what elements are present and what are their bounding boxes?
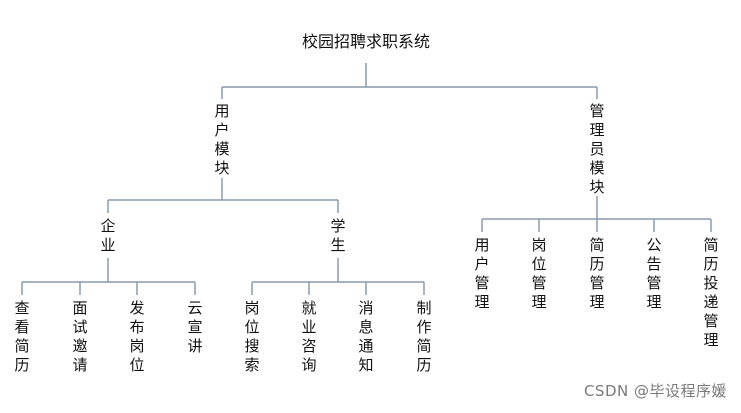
admin-leaf-resume-management: 简历管理: [589, 236, 605, 311]
enterprise-node-line-1: 企业: [100, 217, 116, 255]
user-module-node: 用户模块: [214, 102, 230, 177]
admin-leaf-resume-delivery-management: 简历投递管理: [703, 236, 719, 349]
root-node: 校园招聘求职系统: [301, 32, 431, 51]
student-node: 学生: [330, 217, 346, 255]
enterprise-node-text: 企业: [100, 217, 116, 254]
student-leaf-career-consult: 就业咨询: [301, 299, 317, 374]
enterprise-node: 企业: [100, 217, 116, 255]
enterprise-leaf-view-resume: 查看简历: [14, 299, 30, 374]
student-leaf-make-resume: 制作简历: [416, 299, 432, 374]
admin-leaf-user-management: 用户管理: [474, 236, 490, 311]
student-leaf-notifications: 消息通知: [358, 299, 374, 374]
admin-leaf-announcement-management: 公告管理: [646, 236, 662, 311]
enterprise-leaf-cloud-presentation: 云宣讲: [187, 299, 203, 355]
enterprise-leaf-post-job: 发布岗位: [129, 299, 145, 374]
watermark-text: CSDN @毕设程序媛: [583, 382, 727, 400]
student-node-text: 学生: [330, 217, 346, 254]
enterprise-leaf-interview-invite: 面试邀请: [72, 299, 88, 374]
admin-module-node: 管理员模块: [589, 102, 605, 196]
student-leaf-job-search: 岗位搜索: [244, 299, 260, 374]
admin-leaf-job-management: 岗位管理: [531, 236, 547, 311]
